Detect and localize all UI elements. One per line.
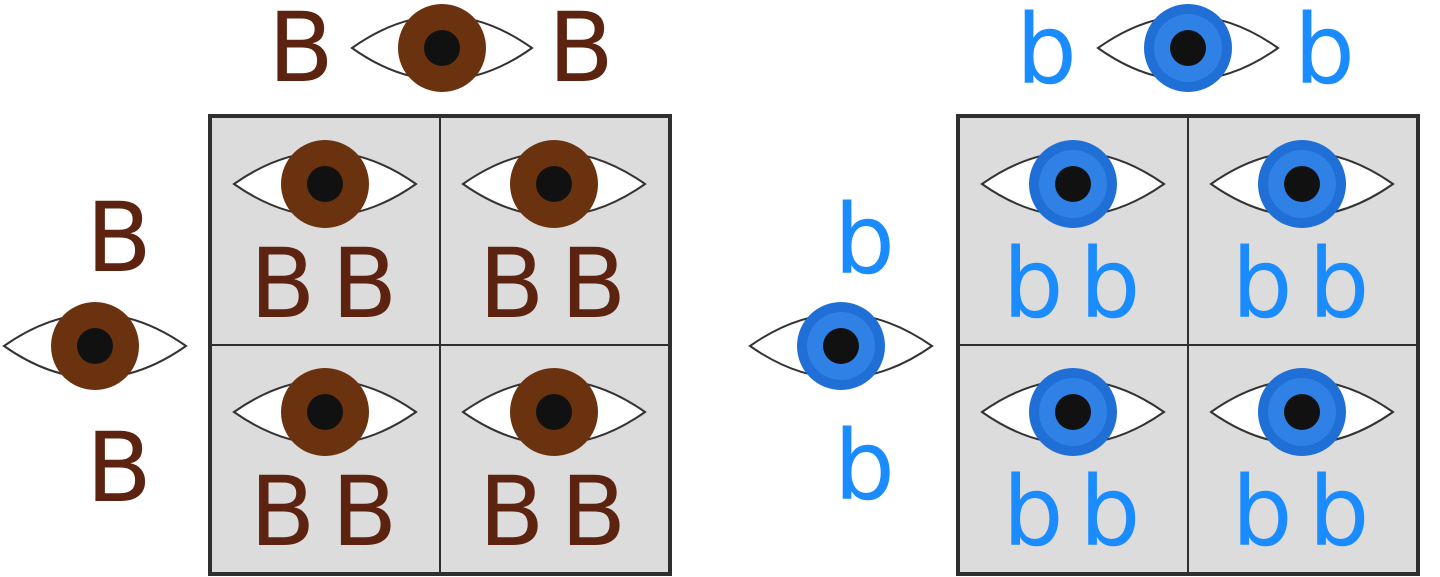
allele: B (249, 228, 320, 340)
side-allele-1: b (834, 184, 895, 296)
top-allele-2: b (1294, 0, 1355, 106)
allele: b (1308, 456, 1374, 568)
allele: B (560, 228, 631, 340)
allele: B (331, 228, 402, 340)
allele: b (1308, 228, 1374, 340)
blue-eye-icon (980, 366, 1166, 458)
top-allele-1: b (1016, 0, 1077, 106)
side-allele-2: b (834, 410, 895, 522)
allele: b (1079, 456, 1145, 568)
blue-eye-icon (1209, 366, 1395, 458)
allele: b (1231, 228, 1297, 340)
brown-eye-icon (2, 300, 188, 392)
blue-eye-icon (748, 300, 934, 392)
allele: B (249, 456, 320, 568)
brown-eye-icon (232, 138, 418, 230)
allele: b (1231, 456, 1297, 568)
top-allele-1: B (268, 0, 334, 104)
top-allele-2: B (548, 0, 614, 104)
side-allele-2: B (86, 412, 152, 524)
brown-eye-icon (232, 366, 418, 458)
blue-eye-icon (980, 138, 1166, 230)
blue-eye-icon (1096, 2, 1280, 94)
allele: b (1002, 456, 1068, 568)
allele: b (1079, 228, 1145, 340)
brown-eye-icon (350, 2, 534, 94)
allele: b (1002, 228, 1068, 340)
side-allele-1: B (86, 182, 152, 294)
allele: B (478, 456, 549, 568)
allele: B (478, 228, 549, 340)
brown-eye-icon (461, 138, 647, 230)
blue-eye-icon (1209, 138, 1395, 230)
brown-eye-icon (461, 366, 647, 458)
allele: B (560, 456, 631, 568)
allele: B (331, 456, 402, 568)
